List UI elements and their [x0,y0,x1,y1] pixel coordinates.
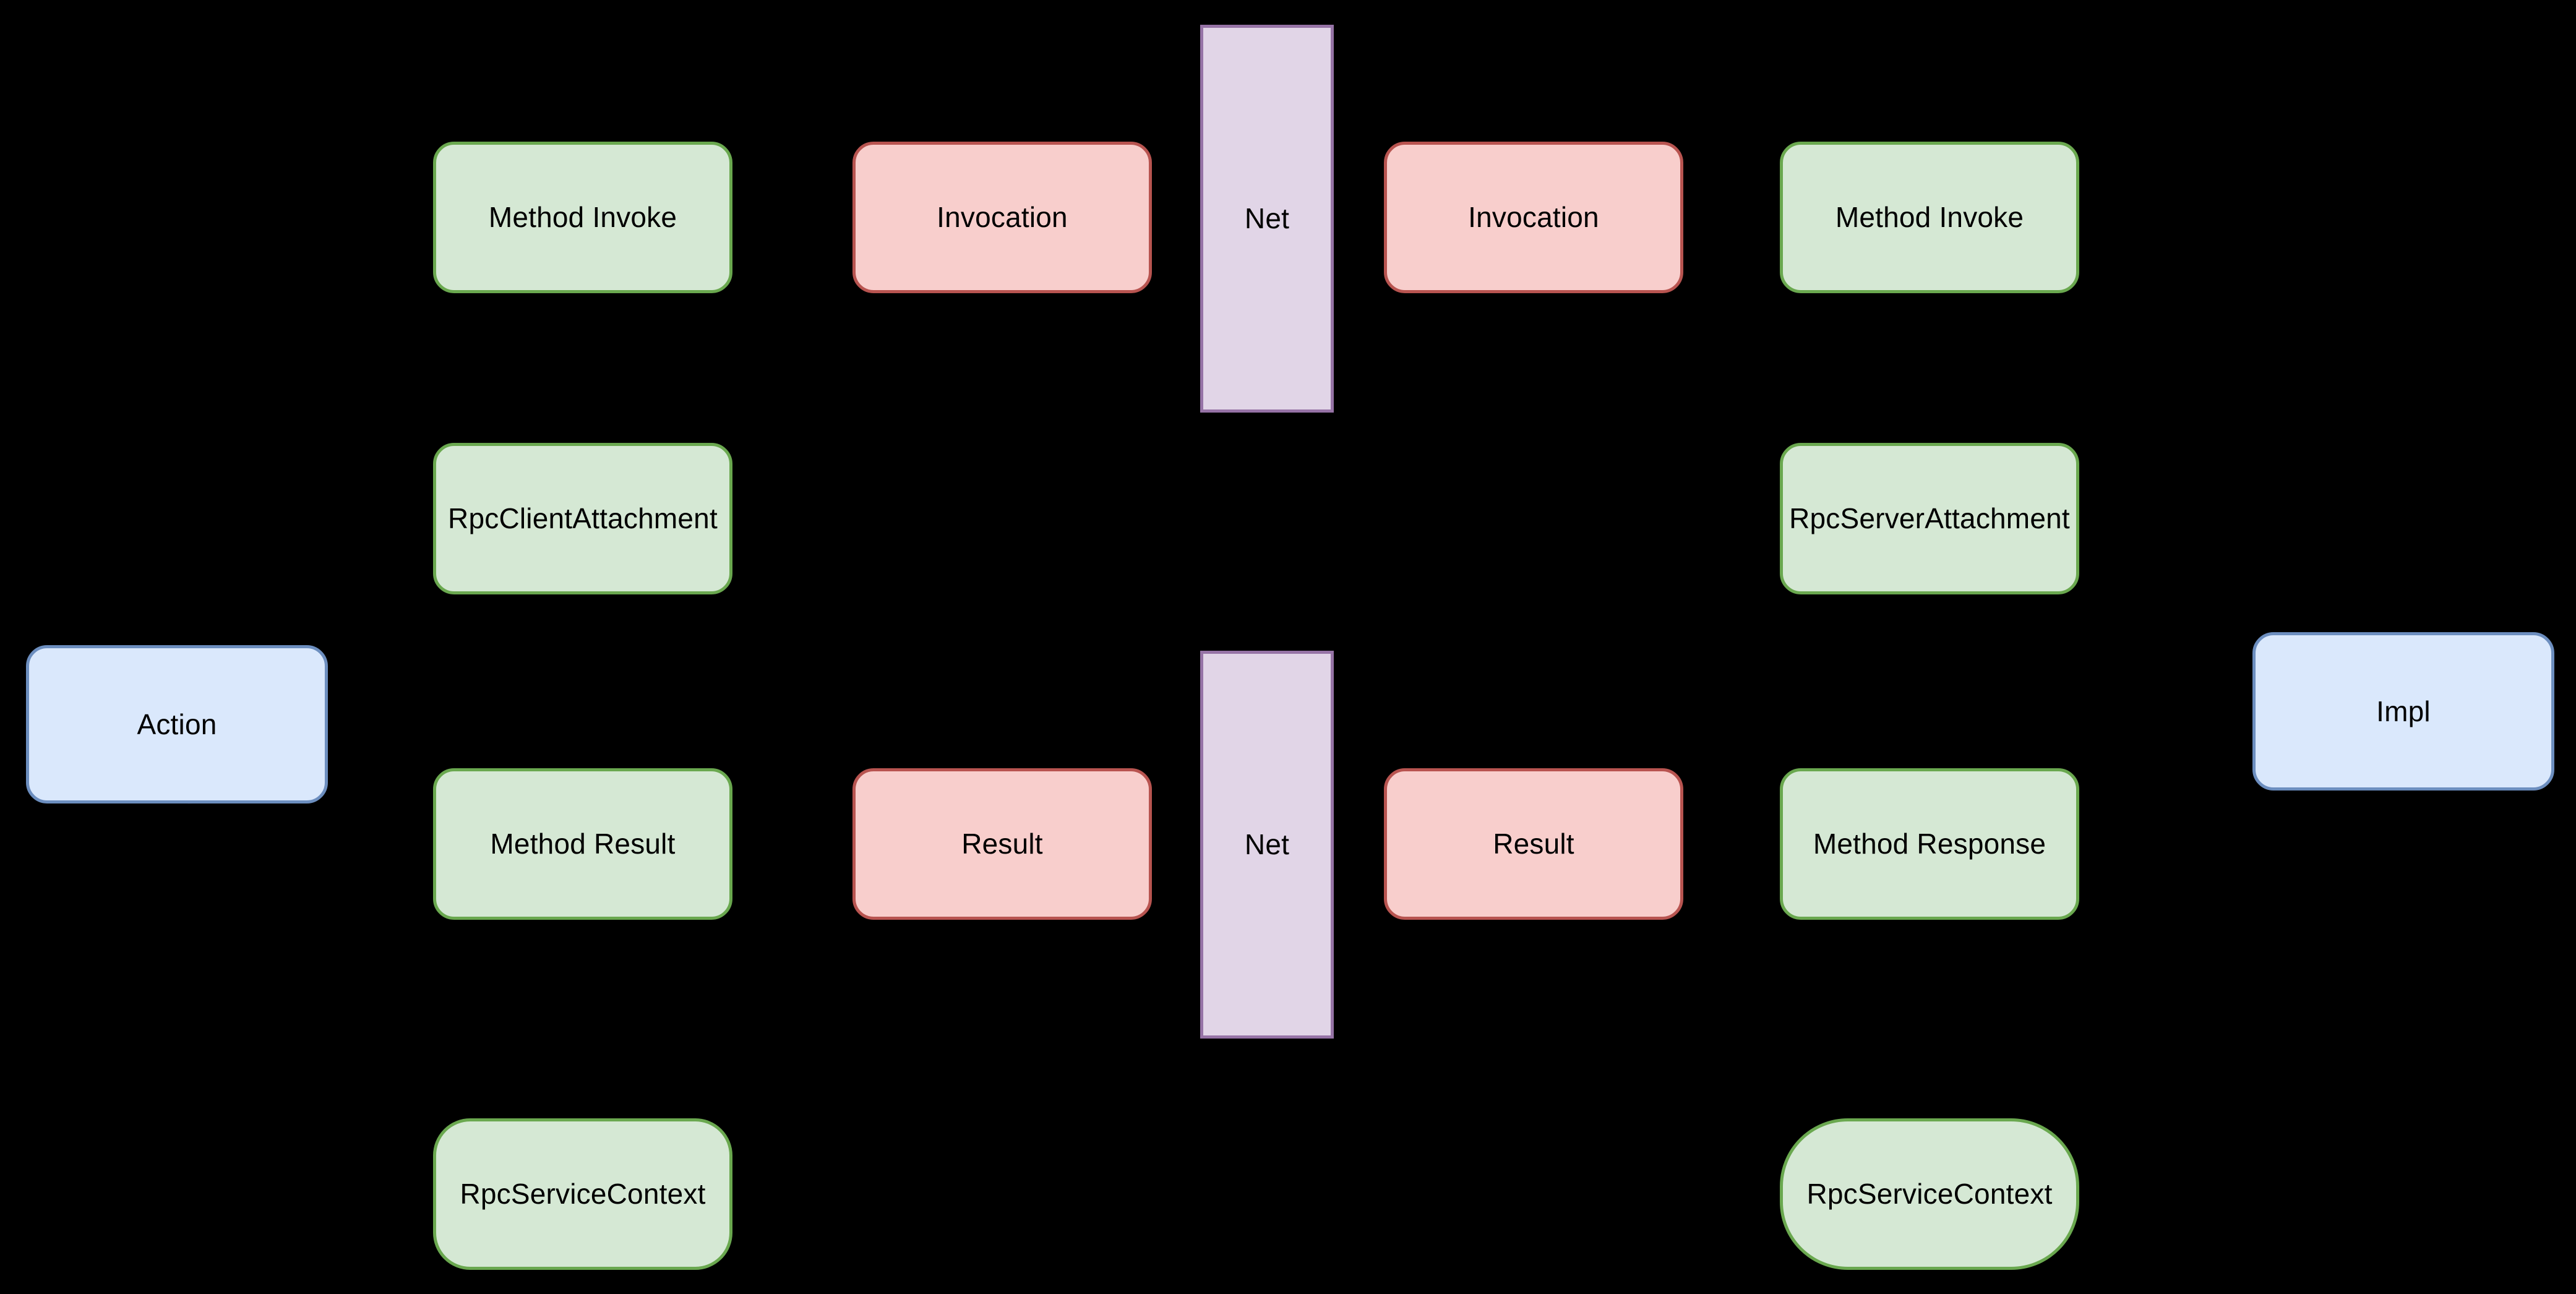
node-rpc-client-attachment[interactable]: RpcClientAttachment [433,443,732,594]
node-rpc-service-context-server[interactable]: RpcServiceContext [1780,1118,2079,1270]
node-method-response-server[interactable]: Method Response [1780,768,2079,920]
node-invocation-server[interactable]: Invocation [1384,142,1683,293]
node-action[interactable]: Action [26,645,328,803]
node-result-client[interactable]: Result [852,768,1152,920]
node-invocation-client[interactable]: Invocation [852,142,1152,293]
node-net-bottom[interactable]: Net [1200,651,1334,1039]
node-rpc-service-context-client[interactable]: RpcServiceContext [433,1118,732,1270]
node-method-invoke-client[interactable]: Method Invoke [433,142,732,293]
node-result-server[interactable]: Result [1384,768,1683,920]
node-impl[interactable]: Impl [2252,632,2554,791]
node-net-top[interactable]: Net [1200,25,1334,413]
node-method-result-client[interactable]: Method Result [433,768,732,920]
node-rpc-server-attachment[interactable]: RpcServerAttachment [1780,443,2079,594]
node-method-invoke-server[interactable]: Method Invoke [1780,142,2079,293]
